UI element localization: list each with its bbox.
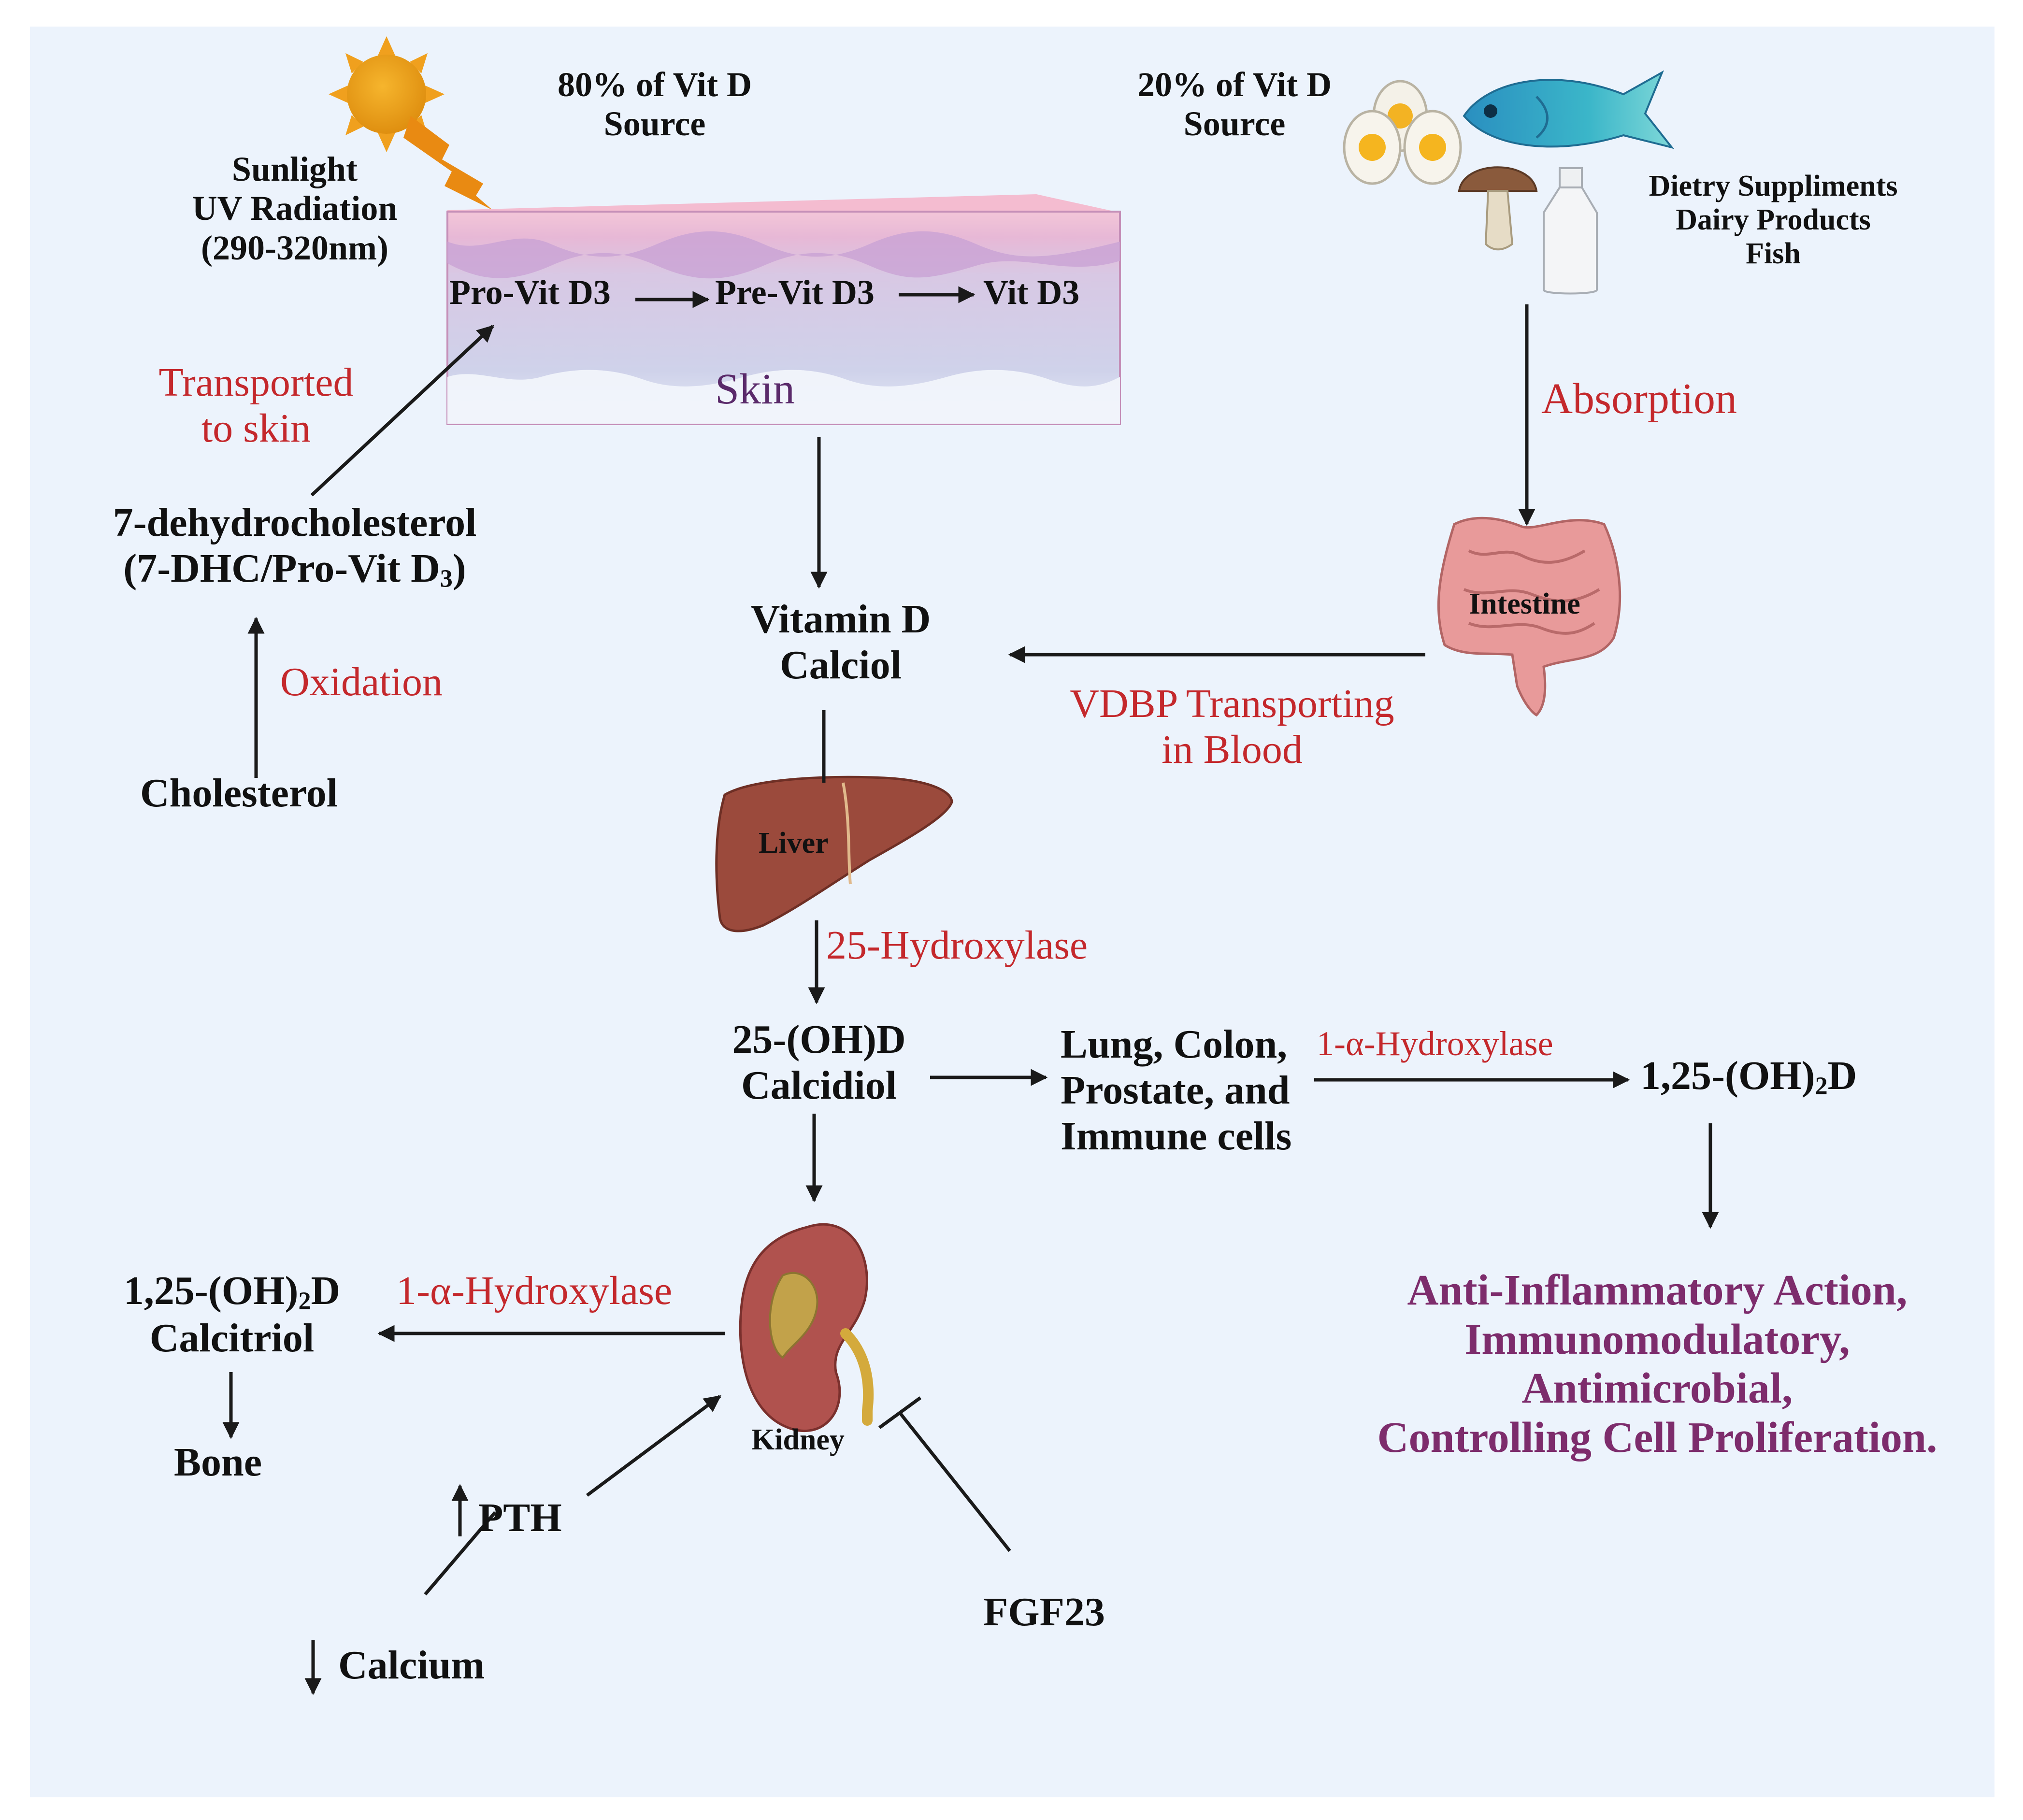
milk-bottle-icon	[1543, 167, 1598, 295]
fish-icon	[1463, 70, 1675, 149]
inhibit-fgf23-bar	[878, 1396, 922, 1429]
tissues-label: Lung, Colon, Prostate, and Immune cells	[1061, 1022, 1292, 1159]
source-20-label: 20% of Vit D Source	[1137, 65, 1332, 143]
hydroxylase-25-label: 25-Hydroxylase	[826, 923, 1088, 968]
transported-label: Transported to skin	[158, 360, 354, 451]
skin-step-provitd3: Pro-Vit D3	[449, 273, 611, 312]
liver-icon	[715, 775, 953, 932]
mushroom-icon	[1458, 166, 1538, 251]
liver-label: Liver	[759, 827, 829, 860]
calcidiol-label: 25-(OH)D Calcidiol	[732, 1017, 906, 1108]
calcitriol-right-label: 1,25-(OH)2D	[1640, 1053, 1857, 1100]
sunlight-label: Sunlight UV Radiation (290-320nm)	[192, 150, 398, 267]
oxidation-label: Oxidation	[280, 659, 443, 704]
effects-label: Anti-Inflammatory Action, Immunomodulato…	[1377, 1266, 1937, 1462]
bone-label: Bone	[174, 1440, 262, 1485]
arrows-group	[222, 286, 1719, 1695]
dhc-label: 7-dehydrocholesterol (7-DHC/Pro-Vit D3)	[113, 500, 477, 593]
intestine-label: Intestine	[1469, 588, 1580, 620]
inhibit-fgf23	[899, 1412, 1011, 1552]
vitamin-d-label: Vitamin D Calciol	[750, 597, 931, 688]
kidney-label: Kidney	[751, 1423, 845, 1456]
diet-sources-label: Dietry Suppliments Dairy Products Fish	[1649, 170, 1898, 271]
vdbp-label: VDBP Transporting in Blood	[1070, 681, 1394, 772]
kidney-icon	[739, 1223, 874, 1432]
sun-icon	[329, 36, 546, 256]
calcium-label: Calcium	[338, 1643, 485, 1688]
skin-step-previtd3: Pre-Vit D3	[715, 273, 875, 312]
alpha-hydroxylase-right-label: 1-α-Hydroxylase	[1317, 1024, 1553, 1063]
absorption-label: Absorption	[1541, 375, 1737, 423]
fgf23-label: FGF23	[983, 1590, 1105, 1634]
skin-illustration	[446, 194, 1121, 425]
source-80-label: 80% of Vit D Source	[558, 65, 752, 143]
line-calcium-to-pth	[424, 1511, 497, 1596]
cholesterol-label: Cholesterol	[140, 771, 338, 816]
pth-label: PTH	[478, 1495, 562, 1540]
eggs-icon	[1343, 80, 1462, 185]
skin-step-vitd3: Vit D3	[983, 273, 1080, 312]
arrow-pth-to-kidney	[586, 1395, 721, 1497]
intestine-icon	[1437, 516, 1621, 717]
arrow-to-skin	[310, 325, 494, 497]
alpha-hydroxylase-left-label: 1-α-Hydroxylase	[396, 1268, 673, 1313]
skin-label: Skin	[715, 365, 795, 413]
calcitriol-left-label: 1,25-(OH)2D Calcitriol	[123, 1268, 341, 1361]
